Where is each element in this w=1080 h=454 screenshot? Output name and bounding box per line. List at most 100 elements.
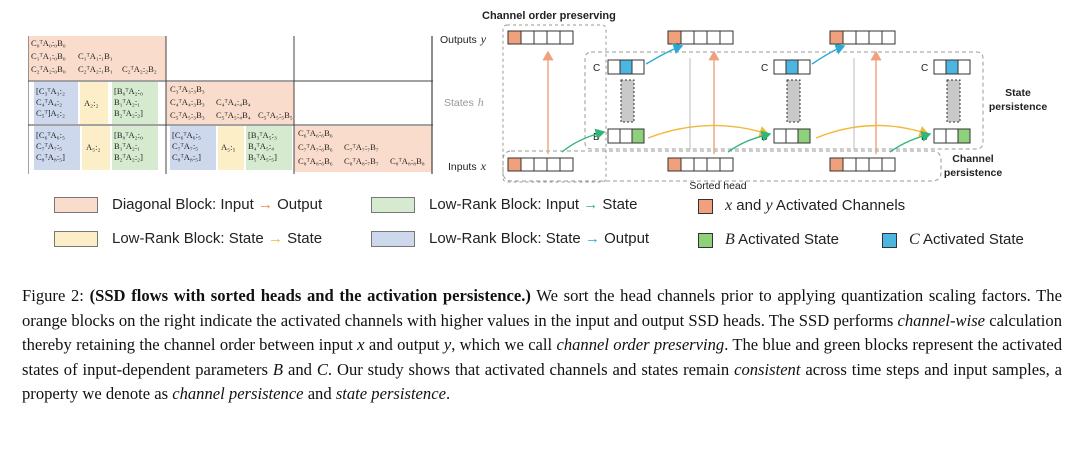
legend-swatch-b — [698, 232, 713, 248]
matrix-entry: [B₃ᵀA₅:₃ B₄ᵀA₅:₄ B₅ᵀA₅:₅] — [248, 130, 277, 163]
matrix-entry: C₇ᵀA₇:₅ — [36, 141, 63, 151]
state-persistence-label: State — [1005, 87, 1031, 99]
legend-text: Low-Rank Block: State — [112, 230, 268, 247]
matrix-entry: C₇ᵀA₇:₇B₇ — [344, 142, 379, 152]
channel-persistence-label: Channel — [952, 153, 994, 165]
legend-text: State — [598, 196, 638, 213]
caption-italic: channel-wise — [897, 310, 986, 330]
matrix-entry: C₂ᵀA₂:₀B₀ — [31, 64, 66, 74]
c-state-3 — [933, 59, 971, 75]
legend-label: Low-Rank Block: Input → State — [429, 196, 637, 213]
hidden-state-3 — [946, 79, 961, 123]
lowrank-state-block — [82, 126, 110, 170]
matrix-entry: A₄:₂ — [47, 97, 63, 107]
input-head-3 — [829, 157, 896, 172]
matrix-entry: C₅ᵀA₅:₃B₃ — [170, 110, 205, 120]
inputs-var: x — [480, 159, 487, 173]
matrix-entry: [C₆ᵀA₆:₅ — [172, 130, 201, 140]
caption-italic: state persistence — [335, 384, 446, 403]
legend-text: Activated Channels — [772, 197, 906, 214]
matrix-entry: B₁ᵀA₂:₁ — [114, 141, 141, 151]
figure-caption: Figure 2: (SSD flows with sorted heads a… — [22, 284, 1062, 407]
b-state-3 — [933, 128, 971, 144]
matrix-entry: C₀ᵀA₀:₀B₀ — [31, 38, 66, 48]
matrix-entry: C₂ᵀA₂:₁B₁ — [78, 64, 113, 74]
legend-lowrank-in: Low-Rank Block: Input → State — [371, 196, 637, 213]
caption-italic: B — [272, 359, 284, 379]
legend: Diagonal Block: Input → Output Low-Rank … — [0, 188, 1080, 258]
legend-swatch-activated — [698, 198, 713, 214]
matrix-entry: B₅ᵀA₅:₅] — [248, 152, 277, 162]
state-output-arrow — [811, 43, 846, 65]
legend-text: Diagonal Block: Input — [112, 196, 258, 213]
matrix-entry: C₇ᵀA₇:₅ — [172, 141, 199, 151]
arrow-icon: → — [584, 230, 600, 247]
matrix-entry: A₅:₂ — [50, 108, 65, 118]
lowrank-out-block — [34, 82, 78, 124]
matrix-entry: [C₆ᵀA₆:₅ — [36, 130, 65, 140]
c-label: C — [593, 63, 600, 74]
matrix-entry: [B₃ᵀA₅:₃ — [248, 130, 277, 140]
state-persistence-box — [584, 51, 984, 150]
output-head-3 — [829, 30, 896, 45]
sorted-head-label: Sorted head — [689, 180, 746, 190]
legend-text: Output — [599, 230, 650, 247]
legend-b: B Activated State — [698, 231, 839, 249]
state-state-arrow — [815, 124, 930, 139]
matrix-entry: C₆ᵀA₆:₆B₆ — [298, 128, 333, 138]
channel-persistence-box — [502, 150, 942, 182]
legend-var-y: y — [765, 197, 773, 214]
ssd-matrix: C₀ᵀA₀:₀B₀ C₁ᵀA₁:₀B₀ C₁ᵀA₁:₁B₁ C₂ᵀA₂:₀B₀ … — [28, 36, 433, 174]
input-state-arrow — [561, 128, 606, 153]
matrix-entry: C₈ᵀA₈:₈B₈ — [390, 156, 425, 166]
caption-italic: C — [316, 359, 328, 379]
legend-xy: x and y Activated Channels — [698, 197, 905, 215]
input-state-arrow — [727, 130, 772, 153]
matrix-entry: C₈ᵀA₈:₇B₇ — [344, 156, 379, 166]
lowrank-in-block — [112, 126, 158, 170]
legend-c: C Activated State — [882, 231, 1024, 249]
legend-swatch-diag — [54, 196, 98, 213]
caption-text: and — [283, 359, 317, 379]
legend-label: Diagonal Block: Input → Output — [112, 196, 322, 213]
output-head-1 — [507, 30, 574, 45]
legend-swatch-c — [882, 232, 897, 248]
legend-text: State — [282, 230, 323, 247]
diag-block-1 — [28, 36, 166, 80]
caption-text: calculation thereby retaining the channe… — [22, 310, 1063, 355]
matrix-entry: A₅:₂ — [86, 142, 101, 152]
outputs-label: Outputs — [440, 34, 477, 46]
matrix-entry: C₅ᵀA₅:₄B₄ — [216, 110, 251, 120]
caption-italic: channel persistence — [172, 384, 304, 403]
matrix-entry: A₂:₂ — [84, 98, 99, 108]
matrix-entry: B₂ᵀA₂:₂] — [114, 108, 143, 118]
matrix-entry: B₂ᵀA₂:₂] — [114, 152, 143, 162]
legend-label: B Activated State — [725, 231, 839, 249]
matrix-entry: [B₀ᵀA₂:₀ B₁ᵀA₂:₁ B₂ᵀA₂:₂] — [114, 130, 143, 163]
legend-text: Low-Rank Block: State — [429, 230, 585, 247]
channel-persistence-label: persistence — [944, 167, 1003, 179]
matrix-entry: C₅ᵀA₅:₅B₅ — [258, 110, 293, 120]
lowrank-state-block — [218, 126, 244, 170]
matrix-entry: C₈ᵀA₈:₅] — [36, 152, 65, 162]
state-output-arrow — [645, 43, 684, 65]
lowrank-in-block — [112, 82, 158, 124]
legend-swatch-lowrank-in — [371, 196, 415, 213]
matrix-entry: C₄ᵀ — [36, 97, 48, 107]
matrix-entry: A₅:₅ — [221, 142, 236, 152]
caption-italic: consistent — [734, 359, 801, 379]
matrix-entry: C₂ᵀA₂:₂B₂ — [122, 64, 157, 74]
output-head-2 — [667, 30, 734, 45]
inputs-label: Inputs — [448, 161, 477, 173]
matrix-grid — [28, 36, 433, 174]
c-state-2 — [773, 59, 811, 75]
matrix-entry: [C₆ᵀA₆:₅ C₇ᵀA₇:₅ C₈ᵀA₈:₅] — [36, 130, 65, 163]
hidden-state-1 — [620, 79, 635, 123]
c-state-1 — [607, 59, 645, 75]
matrix-entry: C₁ᵀA₁:₀B₀ — [31, 51, 66, 61]
arrow-icon: → — [583, 196, 599, 213]
caption-text: We sort the head channels prior to apply… — [22, 286, 1062, 330]
